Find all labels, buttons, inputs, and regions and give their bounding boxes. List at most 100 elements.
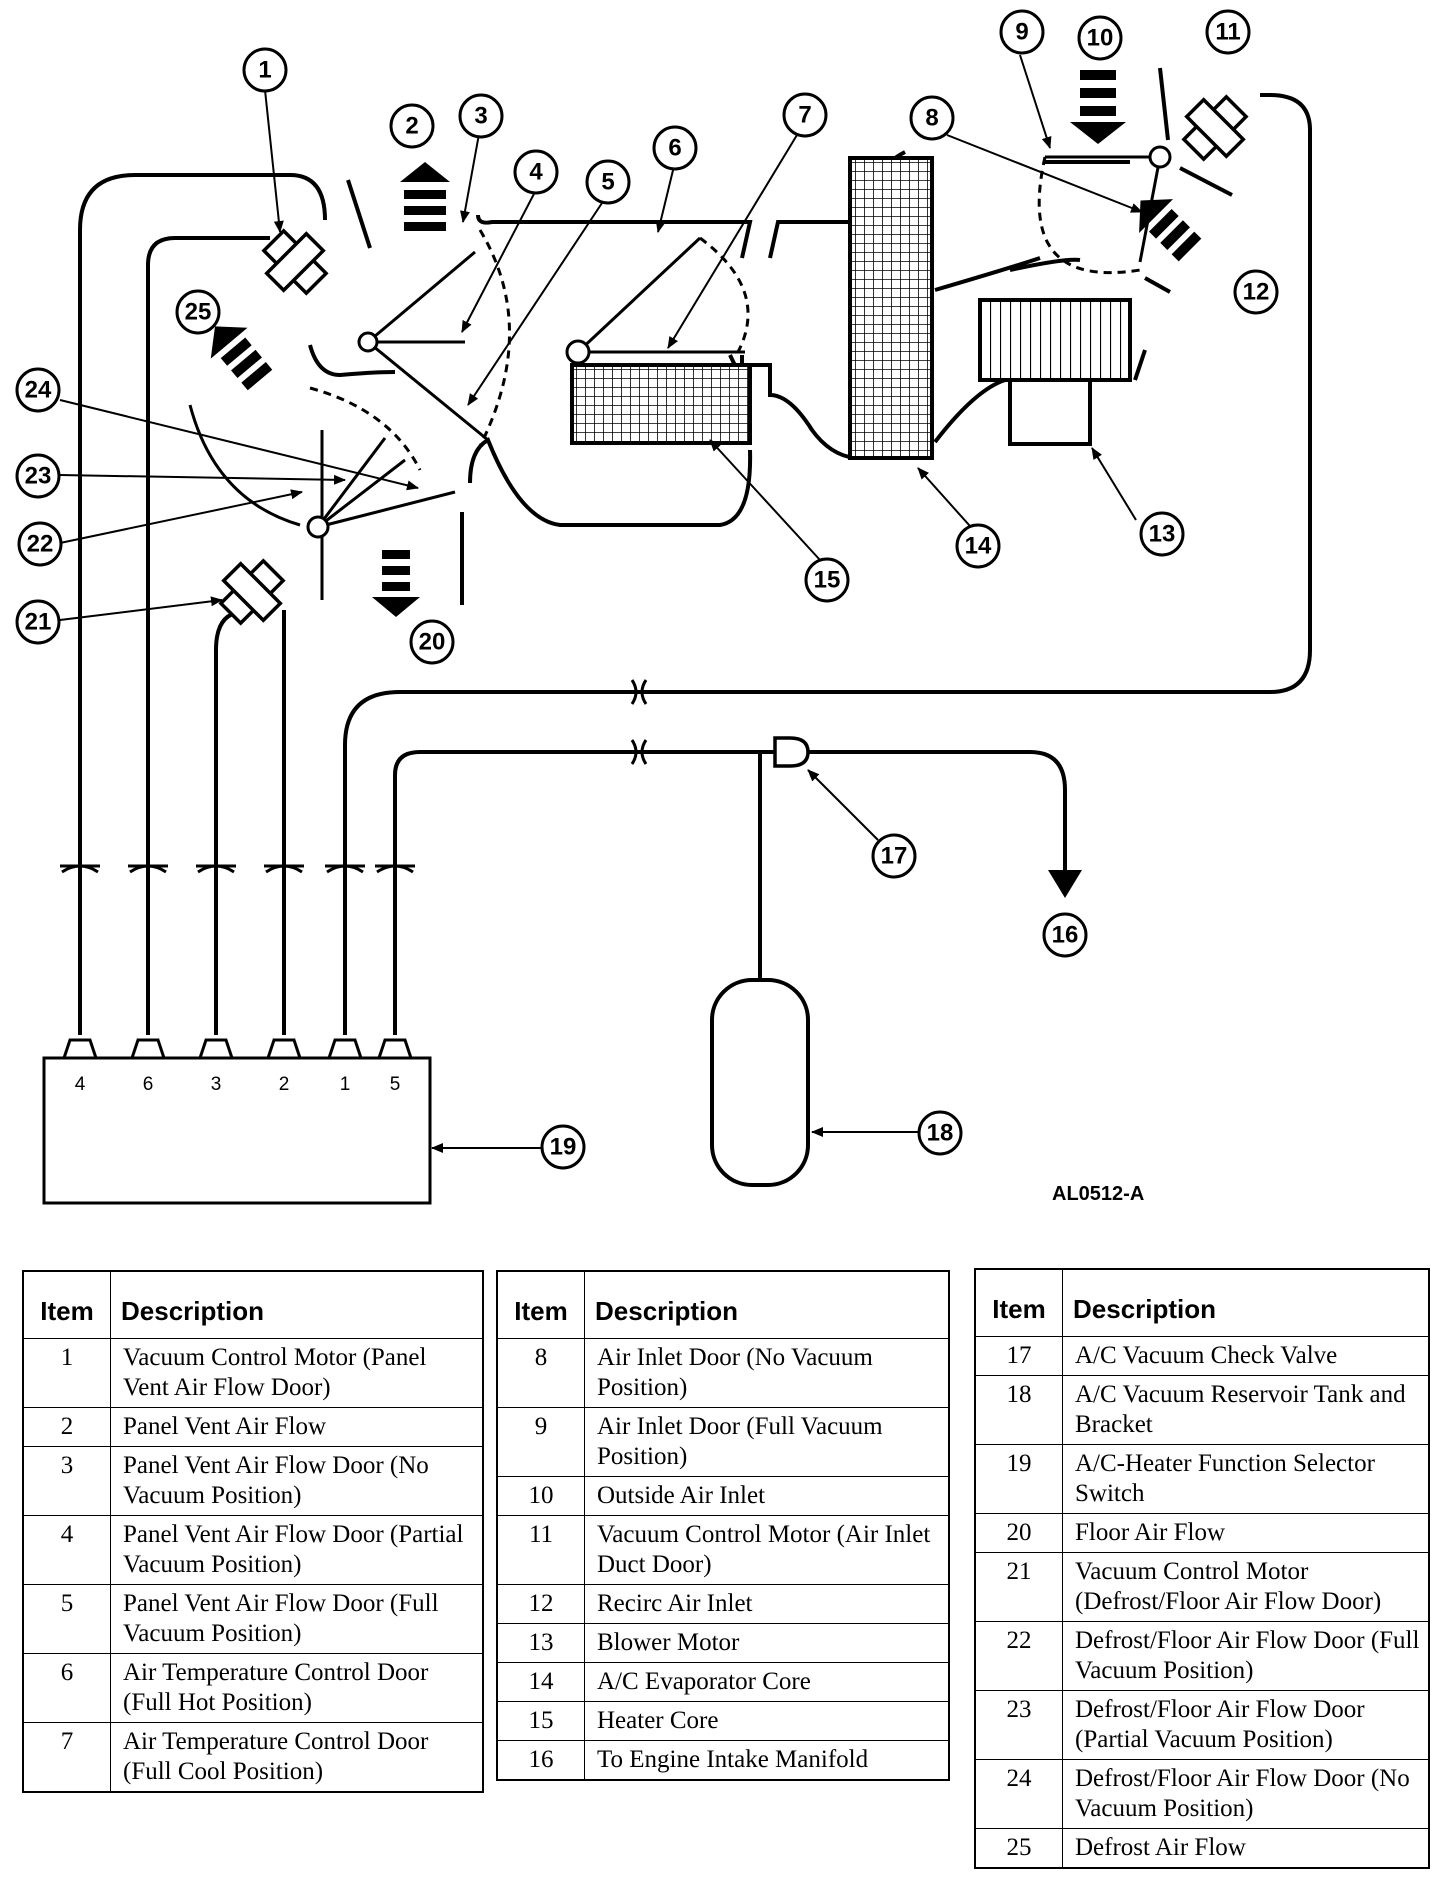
callout-23: 23 (15, 453, 61, 499)
legend-description: To Engine Intake Manifold (584, 1740, 950, 1781)
ac-vacuum-check-valve (773, 736, 810, 768)
svg-text:21: 21 (25, 609, 52, 636)
description-header: Description (584, 1270, 950, 1339)
svg-text:19: 19 (550, 1134, 577, 1161)
legend-description: Defrost/Floor Air Flow Door (No Vacuum P… (1062, 1759, 1430, 1829)
legend-item: 20 (974, 1513, 1063, 1553)
legend-description: Outside Air Inlet (584, 1476, 950, 1516)
air-doors (188, 155, 1162, 600)
legend-header-row: Item Description (22, 1270, 484, 1339)
figure-id: AL0512-A (1052, 1183, 1144, 1205)
panel-door-full (367, 340, 489, 442)
heater-core (570, 363, 752, 445)
selector-port-labels: 4 6 3 2 1 5 (75, 1074, 401, 1095)
panel-vent-airflow-arrow (400, 162, 450, 231)
legend-description: A/C-Heater Function Selector Switch (1062, 1444, 1430, 1514)
legend-item: 17 (974, 1336, 1063, 1376)
defrost-baffle (188, 404, 301, 527)
svg-text:5: 5 (601, 169, 614, 196)
hose-connectors (60, 679, 648, 874)
hose-port-3 (214, 610, 241, 1035)
manifold-arrowhead (1048, 870, 1082, 898)
blower-wheel (978, 298, 1132, 382)
legend-description: A/C Vacuum Check Valve (1062, 1336, 1430, 1376)
legend-description: Vacuum Control Motor (Air Inlet Duct Doo… (584, 1515, 950, 1585)
callout-12: 12 (1233, 269, 1279, 315)
svg-text:6: 6 (668, 135, 681, 162)
svg-text:3: 3 (474, 103, 487, 130)
svg-text:1: 1 (258, 57, 271, 84)
callout-17: 17 (871, 833, 917, 879)
legend-item: 4 (22, 1515, 111, 1585)
port-couplers (60, 864, 415, 874)
legend-description: Defrost/Floor Air Flow Door (Full Vacuum… (1062, 1621, 1430, 1691)
svg-text:15: 15 (814, 567, 841, 594)
legend-description: Defrost/Floor Air Flow Door (Partial Vac… (1062, 1690, 1430, 1760)
callout-20: 20 (409, 619, 455, 665)
hose-port-4 (78, 173, 327, 1035)
vacuum-control-motor-air-inlet (1181, 94, 1249, 162)
svg-text:8: 8 (925, 105, 938, 132)
svg-text:7: 7 (798, 102, 811, 129)
legend-item: 24 (974, 1759, 1063, 1829)
blower-motor (1008, 378, 1092, 446)
legend-item: 2 (22, 1407, 111, 1447)
legend-item: 25 (974, 1828, 1063, 1869)
leader-lines (59, 54, 1143, 1153)
legend-description: Defrost Air Flow (1062, 1828, 1430, 1869)
legend-description: A/C Evaporator Core (584, 1662, 950, 1702)
legend-item: 1 (22, 1338, 111, 1408)
svg-text:13: 13 (1149, 521, 1176, 548)
inlet-door-arc (1037, 156, 1141, 275)
callout-6: 6 (652, 125, 698, 171)
legend-description: Vacuum Control Motor (Panel Vent Air Flo… (110, 1338, 484, 1408)
svg-text:10: 10 (1087, 25, 1114, 52)
svg-text:18: 18 (927, 1120, 954, 1147)
temp-door-hot (576, 236, 702, 354)
callout-25: 25 (175, 289, 221, 335)
legend-description: Panel Vent Air Flow Door (Full Vacuum Po… (110, 1584, 484, 1654)
legend-item: 10 (496, 1476, 585, 1516)
legend-item: 12 (496, 1584, 585, 1624)
callout-21: 21 (15, 599, 61, 645)
legend-header-row: Item Description (496, 1270, 950, 1339)
callout-18: 18 (917, 1110, 963, 1156)
port-label: 6 (143, 1074, 154, 1095)
legend-description: Air Inlet Door (Full Vacuum Position) (584, 1407, 950, 1477)
callout-2: 2 (389, 103, 435, 149)
temp-door-arc (699, 236, 750, 353)
port-label: 5 (390, 1074, 401, 1095)
vacuum-hoses (78, 93, 1312, 1035)
recirc-air-inlet-arrow (1139, 199, 1202, 262)
legend-header-row: Item Description (974, 1268, 1430, 1337)
legend-description: Air Inlet Door (No Vacuum Position) (584, 1338, 950, 1408)
item-header: Item (974, 1268, 1063, 1337)
vacuum-control-motor-panel (261, 228, 329, 296)
callout-3: 3 (458, 93, 504, 139)
legend-description: Panel Vent Air Flow Door (No Vacuum Posi… (110, 1446, 484, 1516)
hose-check-valve-to-manifold (800, 750, 1067, 880)
legend-description: Vacuum Control Motor (Defrost/Floor Air … (1062, 1552, 1430, 1622)
callout-19: 19 (540, 1124, 586, 1170)
svg-text:24: 24 (25, 377, 52, 404)
svg-text:22: 22 (27, 531, 54, 558)
vacuum-control-motor-defrost-floor (218, 558, 286, 626)
svg-text:11: 11 (1215, 19, 1240, 46)
legend-item: 18 (974, 1375, 1063, 1445)
svg-text:20: 20 (419, 629, 446, 656)
port-label: 2 (279, 1074, 290, 1095)
door-pivots (306, 145, 1172, 539)
legend-item: 22 (974, 1621, 1063, 1691)
